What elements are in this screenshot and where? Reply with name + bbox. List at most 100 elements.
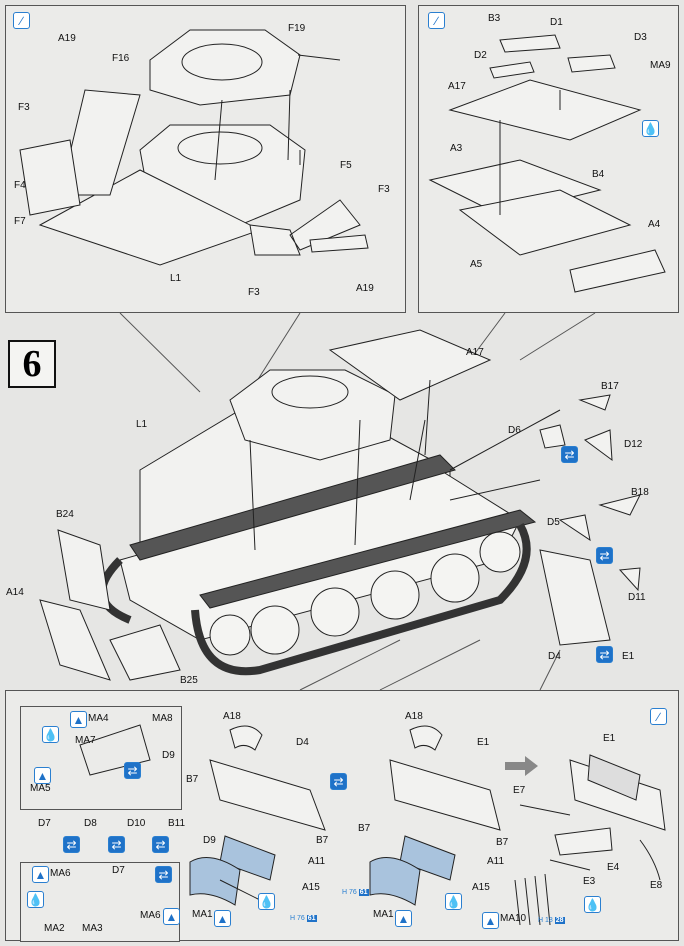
part-label: A18 [223, 711, 241, 722]
part-label: D12 [624, 439, 643, 450]
part-label: MA10 [500, 913, 527, 924]
part-label: E8 [650, 880, 663, 891]
part-label: A11 [308, 856, 326, 867]
part-label: D4 [296, 737, 309, 748]
part-label: MA6 [50, 868, 71, 879]
part-label: E1 [477, 737, 490, 748]
part-label: A18 [405, 711, 423, 722]
paint-drop-icon: 💧 [258, 893, 275, 910]
part-label: F19 [288, 23, 306, 34]
part-label: B25 [180, 675, 198, 686]
step-number: 6 [8, 340, 56, 388]
part-label: A3 [450, 143, 463, 154]
fender-right [389, 759, 501, 831]
part-label: MA7 [75, 735, 96, 746]
part-label: D8 [84, 818, 97, 829]
part-label: MA1 [192, 909, 213, 920]
part-label: D9 [162, 750, 175, 761]
engine-deck [328, 329, 492, 401]
part-label: A15 [472, 882, 490, 893]
part-label: MA1 [373, 909, 394, 920]
part-label: B24 [56, 509, 74, 520]
paint-icon: ∕ [650, 708, 667, 725]
paint-icon: ∕ [428, 12, 445, 29]
flip-over-icon: ⇄ [155, 866, 172, 883]
part-label: F3 [18, 102, 30, 113]
part-label: B7 [358, 823, 371, 834]
engine-deck-part [448, 79, 642, 141]
muffler-guard-left [189, 857, 241, 906]
part-label: F3 [248, 287, 260, 298]
track-top-run-far [199, 509, 537, 609]
page-reference: H 76 61 [290, 915, 317, 922]
photo-etch-icon: ▲ [34, 767, 51, 784]
part-label: B7 [316, 835, 329, 846]
muffler-guard-right [369, 857, 421, 906]
part-label: A19 [356, 283, 374, 294]
inset-ma-bracket [20, 706, 182, 810]
part-label: B18 [631, 487, 649, 498]
part-label: MA5 [30, 783, 51, 794]
part-label: A17 [466, 347, 484, 358]
part-label: E7 [513, 785, 526, 796]
part-label: F16 [112, 53, 130, 64]
photo-etch-icon: ▲ [214, 910, 231, 927]
part-label: MA2 [44, 923, 65, 934]
flip-over-icon: ⇄ [63, 836, 80, 853]
part-label: D7 [112, 865, 125, 876]
part-label: F7 [14, 216, 26, 227]
part-label: D9 [203, 835, 216, 846]
photo-etch-icon: ▲ [163, 908, 180, 925]
part-label: A19 [58, 33, 76, 44]
part-label: E1 [622, 651, 635, 662]
direction-arrow [505, 756, 538, 776]
part-label: F3 [378, 184, 390, 195]
paint-drop-icon: 💧 [642, 120, 659, 137]
paint-drop-icon: 💧 [27, 891, 44, 908]
part-label: F5 [340, 160, 352, 171]
part-label: D6 [508, 425, 521, 436]
paint-drop-icon: 💧 [445, 893, 462, 910]
part-label: E4 [607, 862, 620, 873]
part-label: B7 [496, 837, 509, 848]
flip-over-icon: ⇄ [330, 773, 347, 790]
paint-icon: ∕ [13, 12, 30, 29]
paint-drop-icon: 💧 [584, 896, 601, 913]
part-label: A17 [448, 81, 466, 92]
track-lower [191, 523, 531, 676]
part-label: D3 [634, 32, 647, 43]
part-label: D7 [38, 818, 51, 829]
part-label: B7 [186, 774, 199, 785]
flip-over-icon: ⇄ [124, 762, 141, 779]
part-label: A14 [6, 587, 24, 598]
part-label: D5 [547, 517, 560, 528]
part-label: B3 [488, 13, 501, 24]
turret-roof-part [149, 29, 301, 106]
flip-over-icon: ⇄ [108, 836, 125, 853]
part-label: D11 [628, 592, 646, 603]
part-label: A15 [302, 882, 320, 893]
part-label: L1 [136, 419, 148, 430]
part-label: F4 [14, 180, 26, 191]
part-label: D1 [550, 17, 563, 28]
flip-over-icon: ⇄ [561, 446, 578, 463]
part-label: B4 [592, 169, 605, 180]
part-label: B17 [601, 381, 619, 392]
part-label: A4 [648, 219, 661, 230]
muffler-left [219, 835, 276, 881]
turret [229, 369, 396, 461]
part-label: A5 [470, 259, 483, 270]
road-wheels [209, 531, 521, 656]
part-label: D4 [548, 651, 561, 662]
part-label: MA4 [88, 713, 109, 724]
photo-etch-icon: ▲ [70, 711, 87, 728]
part-label: MA3 [82, 923, 103, 934]
part-label: MA6 [140, 910, 161, 921]
part-label: MA9 [650, 60, 671, 71]
part-label: E1 [603, 733, 616, 744]
page-reference: H 18 28 [538, 917, 565, 924]
photo-etch-icon: ▲ [32, 866, 49, 883]
photo-etch-icon: ▲ [482, 912, 499, 929]
flip-over-icon: ⇄ [596, 547, 613, 564]
